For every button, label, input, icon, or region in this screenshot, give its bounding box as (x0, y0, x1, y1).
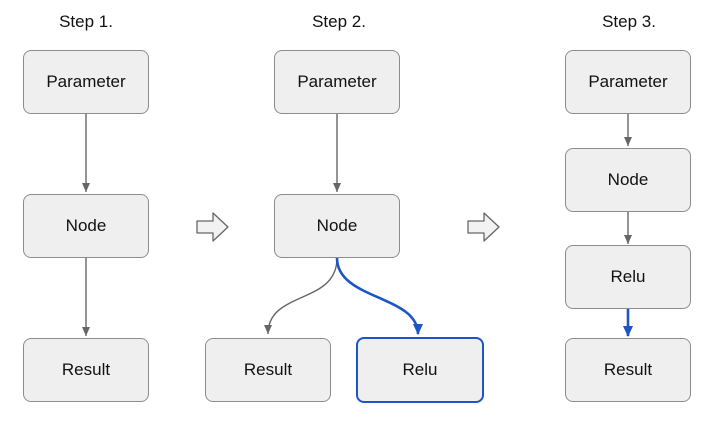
s1-node-parameter: Parameter (23, 50, 149, 114)
s3-node-relu: Relu (565, 245, 691, 309)
s2-node-parameter: Parameter (274, 50, 400, 114)
s2-node-relu-highlighted: Relu (356, 337, 484, 403)
s3-node-node: Node (565, 148, 691, 212)
s3-node-parameter: Parameter (565, 50, 691, 114)
step-3-title: Step 3. (602, 12, 656, 31)
step-2-title: Step 2. (312, 12, 366, 31)
s2-edge-node-relu-highlighted (335, 257, 423, 335)
s2-edge-node-result (264, 257, 338, 335)
hollow-right-arrow-icon (467, 212, 500, 242)
s2-node-result: Result (205, 338, 331, 402)
s3-node-result: Result (565, 338, 691, 402)
hollow-right-arrow-icon (196, 212, 229, 242)
s1-node-result: Result (23, 338, 149, 402)
step-1-title: Step 1. (59, 12, 113, 31)
s2-node-node: Node (274, 194, 400, 258)
s1-node-node: Node (23, 194, 149, 258)
